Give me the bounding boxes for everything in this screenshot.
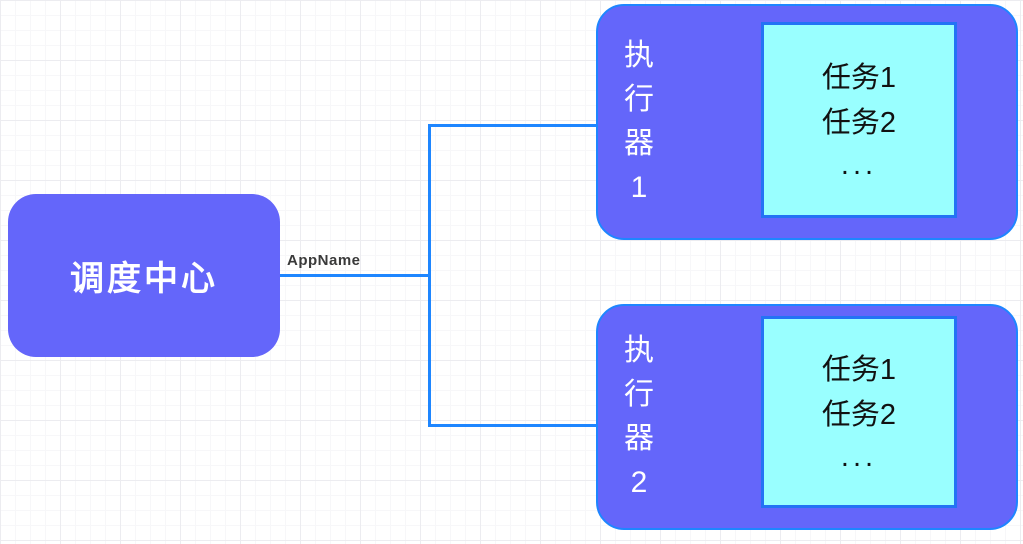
executor-1-task-1: 任务1 xyxy=(821,62,897,94)
executor-2-task-box[interactable]: 任务1 任务2 ... xyxy=(761,316,957,508)
connector-appname-label: AppName xyxy=(287,252,361,269)
connector-line-from-scheduler xyxy=(280,274,430,277)
connector-line-to-executor-2 xyxy=(429,424,596,427)
scheduler-label: 调度中心 xyxy=(70,260,218,298)
executor-1-task-box[interactable]: 任务1 任务2 ... xyxy=(761,22,957,218)
executor-2-label: 执行器2 xyxy=(598,306,680,528)
executor-2-task-2: 任务2 xyxy=(821,399,897,431)
executor-2-task-ellipsis: ... xyxy=(840,441,878,473)
executor-2-task-1: 任务1 xyxy=(821,354,897,386)
executor-2-label-text: 执行器2 xyxy=(624,334,654,499)
executor-1-task-2: 任务2 xyxy=(821,107,897,139)
executor-2-node[interactable]: 执行器2 任务1 任务2 ... xyxy=(596,304,1018,530)
executor-1-node[interactable]: 执行器1 任务1 任务2 ... xyxy=(596,4,1018,240)
executor-1-label-text: 执行器1 xyxy=(624,39,654,204)
connector-line-to-executor-1 xyxy=(429,124,596,127)
executor-1-task-ellipsis: ... xyxy=(840,149,878,181)
scheduler-node[interactable]: 调度中心 xyxy=(8,194,280,357)
executor-1-label: 执行器1 xyxy=(598,6,680,238)
connector-line-vertical-trunk xyxy=(428,124,431,427)
